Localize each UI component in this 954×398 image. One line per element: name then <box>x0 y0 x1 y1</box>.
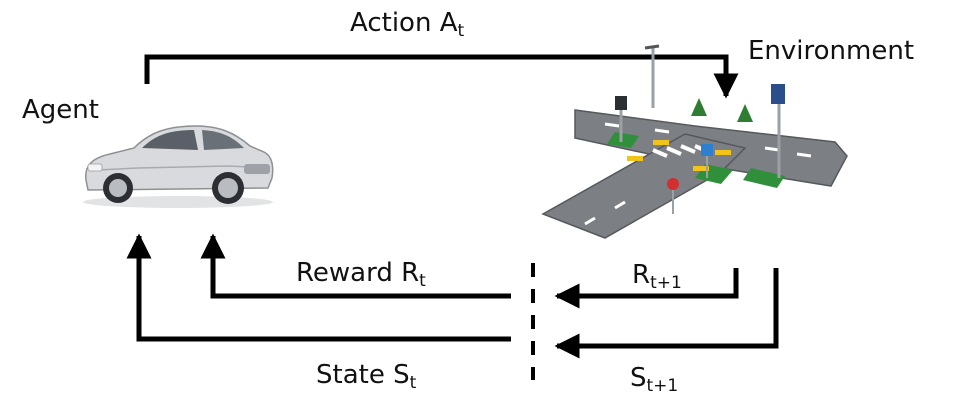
action-label: Action At <box>350 8 465 41</box>
agent-label: Agent <box>22 95 99 125</box>
environment-label: Environment <box>748 36 915 66</box>
reward-next-label: Rt+1 <box>632 260 682 293</box>
action-arrow <box>144 54 739 99</box>
reward-next-arrow <box>554 268 739 309</box>
state-next-label: St+1 <box>630 363 679 396</box>
state-next-arrow <box>554 268 779 359</box>
state-label: State St <box>316 360 417 393</box>
state-arrow <box>126 233 511 342</box>
reward-arrow <box>200 233 511 299</box>
reward-label: Reward Rt <box>296 258 426 291</box>
road-intersection-icon <box>541 44 848 239</box>
car-icon <box>83 125 274 208</box>
